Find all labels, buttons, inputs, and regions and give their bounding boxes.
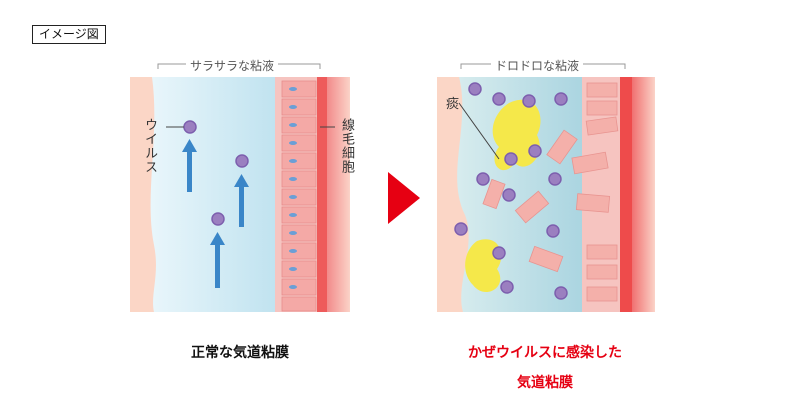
flow-arrows (182, 139, 249, 288)
cilia-cells (281, 80, 317, 312)
phlegm-blobs (465, 99, 541, 293)
phlegm-label: 痰 (446, 97, 460, 112)
normal-caption: 正常な気道粘膜 (191, 345, 289, 361)
transition-arrow-icon (388, 172, 420, 224)
cilia-cells-label: 線毛細胞 (339, 118, 354, 174)
infected-caption-line2: 気道粘膜 (517, 375, 573, 391)
virus-label: ウイルス (142, 118, 157, 174)
virus-icons (454, 82, 568, 300)
normal-mucosa-diagram (130, 63, 350, 312)
infected-mucosa-diagram (437, 63, 655, 312)
thick-mucus-label: ドロドロな粘液 (491, 57, 584, 74)
image-tag: イメージ図 (32, 25, 106, 44)
thin-mucus-label: サラサラな粘液 (186, 57, 279, 74)
infected-caption-line1: かぜウイルスに感染した (468, 345, 622, 361)
